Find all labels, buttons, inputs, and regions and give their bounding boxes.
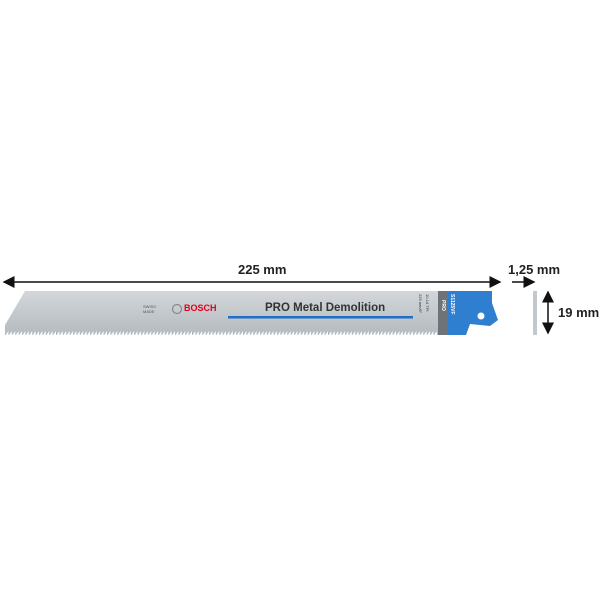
accent-stripe — [228, 316, 413, 319]
blade-teeth — [5, 331, 441, 336]
blade-shank — [448, 291, 498, 335]
thickness-label: 1,25 mm — [508, 262, 561, 277]
height-label: 19 mm — [558, 305, 600, 320]
pro-badge: PRO — [440, 300, 446, 311]
blade-code: S1125VF — [449, 294, 455, 315]
blade-body — [5, 291, 440, 335]
bosch-logo-icon — [171, 303, 183, 315]
brand-text: BOSCH — [184, 303, 217, 313]
shank-gray-band — [438, 291, 448, 335]
product-line-text: PRO Metal Demolition — [265, 302, 386, 314]
side-view-blade — [533, 291, 537, 335]
length-label: 225 mm — [238, 262, 287, 277]
spec-tpi-text: 10-14 TPI — [425, 294, 430, 312]
swiss-made-text: SWISS MADE — [143, 304, 156, 314]
shank-hole — [477, 312, 485, 320]
spec-size-text: 225 mm/9" — [418, 294, 423, 314]
